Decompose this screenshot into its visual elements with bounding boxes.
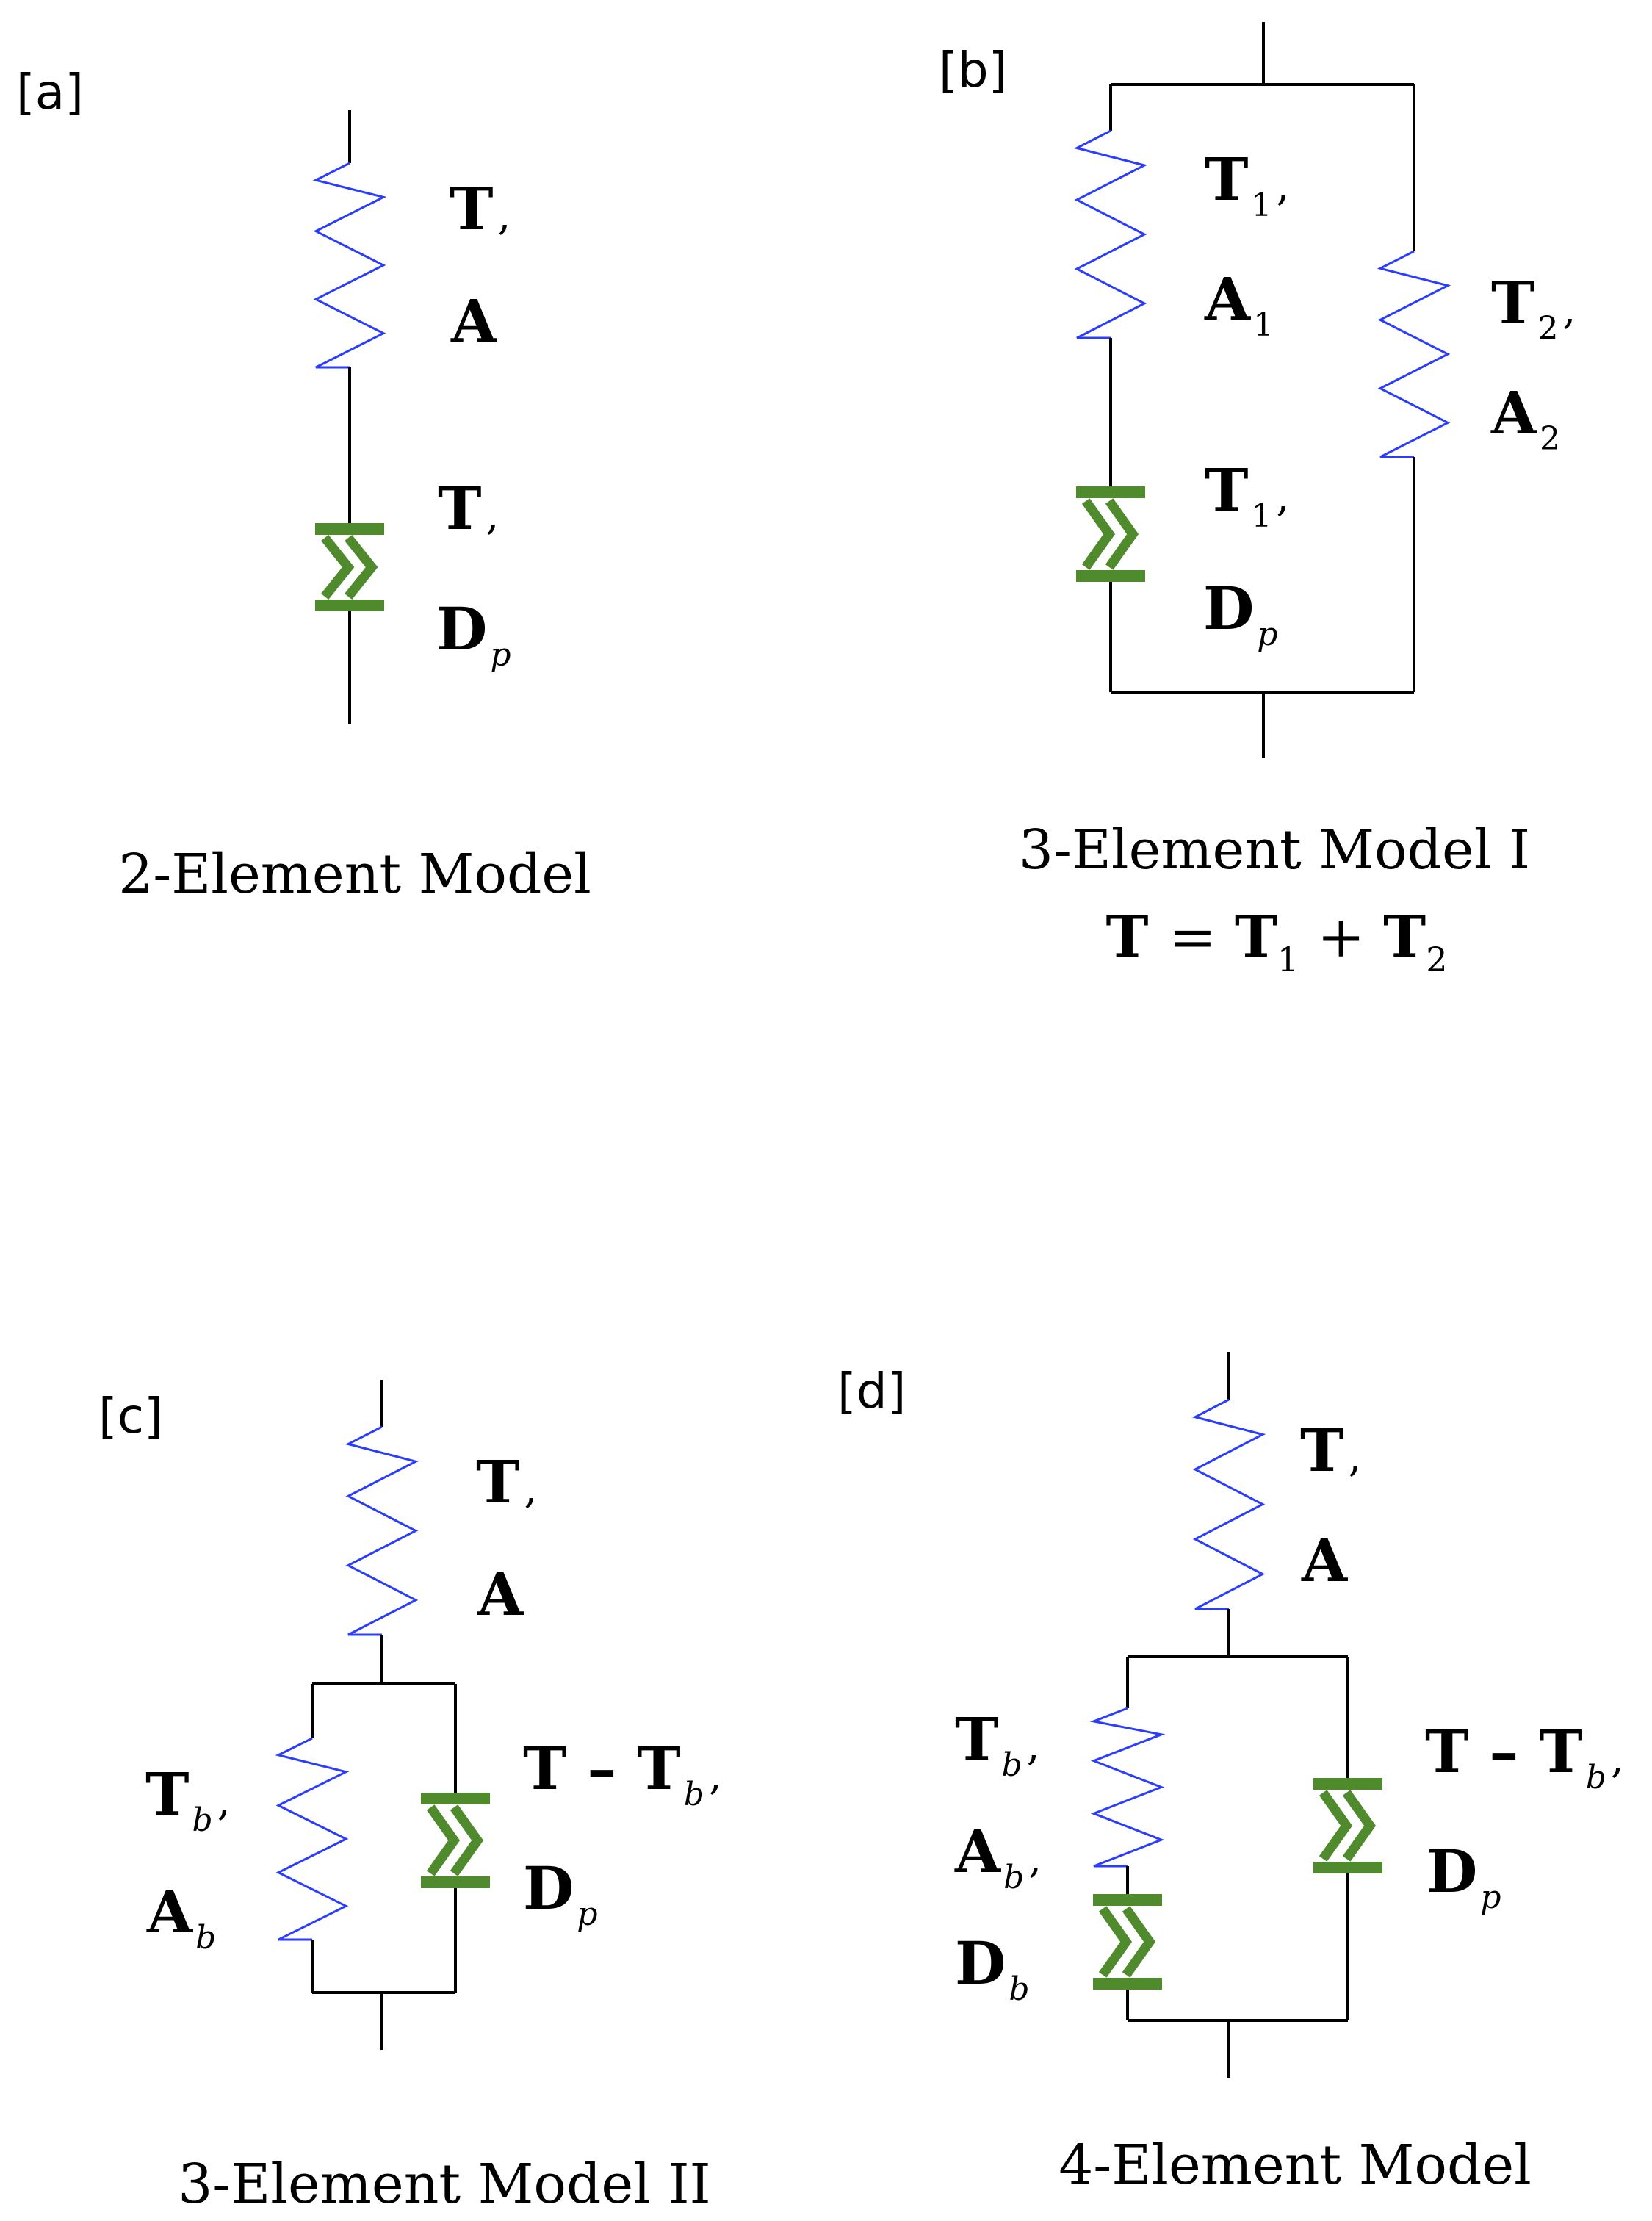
element-label: Db: [955, 1929, 1030, 2008]
dashpot-chevron: [1122, 1906, 1156, 1978]
element-label: Dp: [523, 1854, 598, 1933]
element-label: T – Tb,: [523, 1734, 722, 1813]
dashpot-chevron: [450, 1804, 484, 1876]
panel-label: [a]: [16, 64, 84, 120]
panel-label: [c]: [98, 1388, 163, 1444]
spring-element: [312, 162, 387, 369]
dashpot-bottom-plate: [421, 1876, 490, 1888]
dashpot-chevron: [345, 534, 378, 600]
element-label: A: [450, 287, 497, 356]
panel-label: [d]: [837, 1363, 906, 1419]
spring-element: [275, 1737, 350, 1941]
spring-element: [1377, 250, 1451, 458]
spring-element: [345, 1425, 419, 1636]
panel-caption: 3-Element Model I: [1019, 818, 1530, 882]
element-label: T,: [476, 1447, 537, 1516]
dashpot-chevron: [1098, 1906, 1133, 1978]
element-label: T1,: [1205, 456, 1289, 535]
dashpot-chevron: [1081, 498, 1116, 570]
dashpot-chevron: [426, 1804, 461, 1876]
dashpot-top-plate: [1093, 1894, 1162, 1906]
element-label: T,: [450, 174, 511, 243]
element-label: Dp: [1426, 1837, 1501, 1916]
spring-element: [1073, 129, 1148, 339]
panel-caption: 2-Element Model: [118, 843, 591, 906]
element-label: A1: [1204, 264, 1274, 344]
dashpot-bottom-plate: [315, 600, 384, 611]
element-label: Dp: [436, 594, 511, 674]
element-label: A2: [1490, 378, 1560, 458]
panel-caption: 4-Element Model: [1058, 2134, 1532, 2197]
element-label: A: [1301, 1526, 1348, 1595]
dashpot-bottom-plate: [1313, 1862, 1382, 1873]
element-label: T2,: [1491, 268, 1576, 348]
dashpot-bottom-plate: [1093, 1978, 1162, 1990]
dashpot-chevron: [1105, 498, 1139, 570]
dashpot-top-plate: [1076, 486, 1145, 498]
element-label: Ab: [146, 1877, 216, 1957]
element-label: T,: [1300, 1416, 1361, 1485]
panel-label: [b]: [939, 42, 1007, 98]
spring-element: [1089, 1707, 1166, 1868]
dashpot-top-plate: [421, 1793, 490, 1804]
element-label: Ab,: [954, 1817, 1042, 1896]
element-label: Tb,: [145, 1760, 231, 1839]
dashpot-chevron: [321, 534, 355, 600]
element-label: T,: [438, 474, 499, 543]
dashpot-chevron: [1319, 1790, 1353, 1862]
element-label: Tb,: [955, 1705, 1040, 1784]
dashpot-top-plate: [315, 523, 384, 535]
model-equation: T = T1 + T2: [1106, 904, 1448, 979]
element-label: A: [477, 1560, 524, 1629]
dashpot-chevron: [1342, 1790, 1377, 1862]
element-label: T1,: [1205, 145, 1289, 224]
element-label: T – Tb,: [1425, 1717, 1624, 1796]
element-label: Dp: [1203, 574, 1278, 653]
dashpot-top-plate: [1313, 1778, 1382, 1790]
dashpot-bottom-plate: [1076, 570, 1145, 582]
panel-caption: 3-Element Model II: [178, 2153, 711, 2216]
spring-element: [1191, 1398, 1266, 1610]
